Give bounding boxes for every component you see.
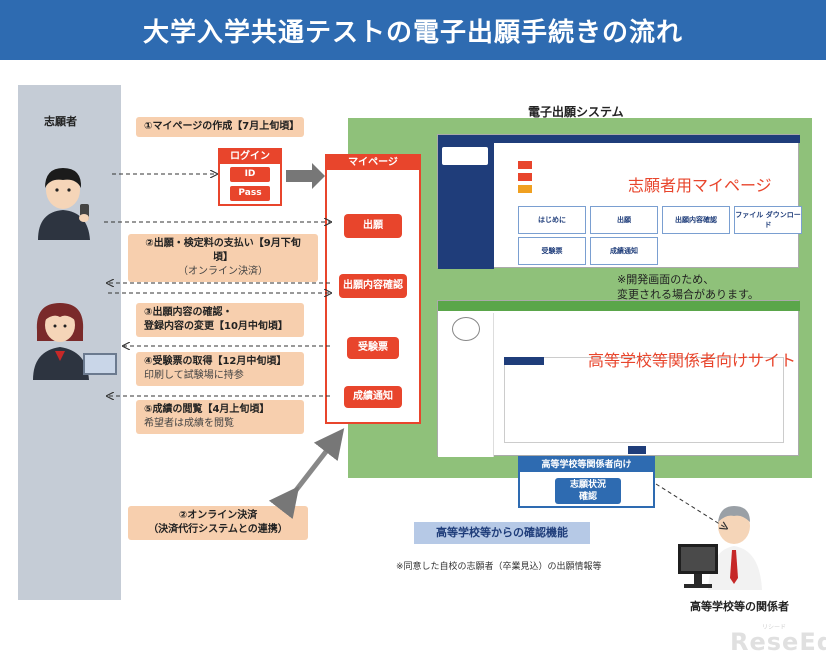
confirm-function-note: ※同意した自校の志願者（卒業見込）の出願情報等 (396, 562, 602, 572)
login-pass-field[interactable]: Pass (230, 186, 270, 201)
application-status-button[interactable]: 志願状況 確認 (555, 478, 621, 504)
highschool-person-label: 高等学校等の関係者 (690, 600, 789, 613)
mypage-apply-button[interactable]: 出願 (344, 214, 402, 238)
screen1-header (438, 135, 800, 143)
login-to-mypage-arrow (286, 163, 325, 189)
watermark-logo: ReseEd (730, 628, 826, 656)
online-payment-line1: ②オンライン決済 (178, 510, 258, 521)
screen1-notice-badge (518, 185, 532, 193)
step-4-admission-ticket: ④受験票の取得【12月中旬頃】 印刷して試験場に持参 (136, 352, 304, 386)
page-title: 大学入学共通テストの電子出願手続きの流れ (0, 0, 826, 60)
highschool-staff-icon (678, 506, 762, 590)
mypage-confirm-button[interactable]: 出願内容確認 (339, 274, 407, 298)
login-id-field[interactable]: ID (230, 167, 270, 182)
payment-arrow (268, 428, 345, 520)
step-2-sub: （オンライン決済） (178, 266, 268, 277)
mypage-title: マイページ (327, 156, 419, 170)
screen2-logo (452, 317, 480, 341)
step-3-line2: 登録内容の変更【10月中旬頃】 (144, 321, 288, 332)
screen1-logo (442, 147, 488, 165)
mypage-overlay-title: 志願者用マイページ (628, 176, 772, 195)
screen2-form (504, 357, 784, 443)
screen2-header (438, 301, 800, 311)
step-1-create-mypage: ①マイページの作成【7月上旬頃】 (136, 117, 304, 137)
student-boy-icon (38, 168, 90, 240)
highschool-box-title: 高等学校等関係者向け (520, 458, 653, 472)
highschool-site-screenshot: 高等学校等関係者向けサイト (437, 300, 800, 457)
mypage-box: マイページ 出願 出願内容確認 受験票 成績通知 (325, 154, 421, 424)
tile-apply[interactable]: 出願 (590, 206, 658, 234)
step-4-label: ④受験票の取得【12月中旬頃】 (144, 356, 287, 367)
step-5-sub: 希望者は成績を閲覧 (144, 418, 234, 429)
login-box: ログイン ID Pass (218, 148, 282, 206)
screen2-search-button[interactable] (628, 446, 646, 454)
applicant-label: 志願者 (44, 115, 77, 128)
step-5-label: ⑤成績の閲覧【4月上旬頃】 (144, 404, 270, 415)
step-4-sub: 印刷して試験場に持参 (144, 370, 244, 381)
screen2-form-header (504, 357, 544, 365)
status-button-line2: 確認 (578, 492, 597, 502)
screen1-notice-badge (518, 173, 532, 181)
confirm-function-badge: 高等学校等からの確認機能 (414, 522, 590, 544)
tile-results[interactable]: 成績通知 (590, 237, 658, 265)
step-2-apply-pay: ②出願・検定料の支払い【9月下旬頃】 （オンライン決済） (128, 234, 318, 282)
tile-ticket[interactable]: 受験票 (518, 237, 586, 265)
tile-download[interactable]: ファイル ダウンロード (734, 206, 802, 234)
step-2-label: ②出願・検定料の支払い【9月下旬頃】 (145, 238, 301, 263)
screen1-notice-badge (518, 161, 532, 169)
mypage-results-button[interactable]: 成績通知 (344, 386, 402, 408)
note-line1: ※開発画面のため、 (617, 273, 715, 286)
step-3-line1: ③出願内容の確認・ (144, 307, 233, 318)
note-line2: 変更される場合があります。 (617, 288, 759, 301)
tile-confirm[interactable]: 出願内容確認 (662, 206, 730, 234)
arrow-to-staff (655, 483, 726, 528)
highschool-site-overlay-title: 高等学校等関係者向けサイト (588, 351, 797, 370)
mypage-screenshot: 志願者用マイページ はじめに 出願 出願内容確認 ファイル ダウンロード 受験票… (437, 134, 802, 269)
online-payment-line2: （決済代行システムとの連携） (148, 524, 288, 535)
step-1-label: ①マイページの作成【7月上旬頃】 (144, 121, 300, 132)
student-girl-icon (33, 303, 117, 380)
watermark-logo-small: リシード (762, 624, 787, 631)
step-3-confirm: ③出願内容の確認・ 登録内容の変更【10月中旬頃】 (136, 303, 304, 337)
tile-intro[interactable]: はじめに (518, 206, 586, 234)
system-label: 電子出願システム (528, 105, 624, 119)
mypage-ticket-button[interactable]: 受験票 (347, 337, 399, 359)
dev-screen-note: ※開発画面のため、 変更される場合があります。 (617, 272, 759, 302)
login-title: ログイン (220, 150, 280, 164)
highschool-box: 高等学校等関係者向け 志願状況 確認 (518, 456, 655, 508)
status-button-line1: 志願状況 (569, 480, 606, 490)
